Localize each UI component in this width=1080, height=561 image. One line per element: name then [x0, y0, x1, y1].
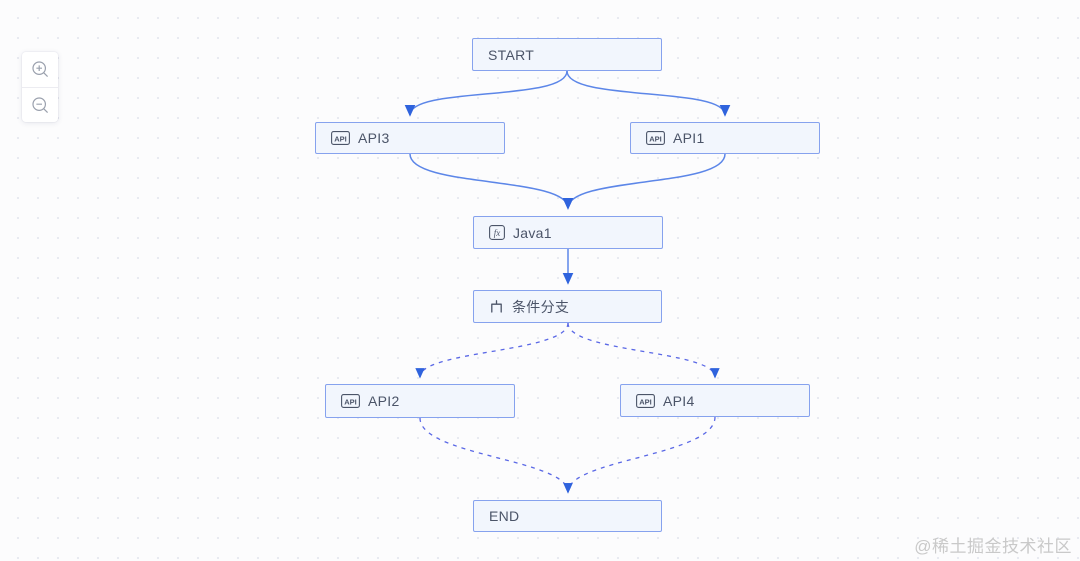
- zoom-toolbar: [22, 52, 58, 122]
- api-icon: API: [636, 393, 655, 408]
- node-api2[interactable]: API API2: [325, 384, 515, 418]
- node-label: API1: [673, 130, 705, 146]
- svg-text:fx: fx: [494, 228, 501, 238]
- zoom-in-button[interactable]: [22, 52, 58, 87]
- node-label: Java1: [513, 224, 552, 241]
- api-icon: API: [646, 131, 665, 145]
- api-icon: API: [341, 394, 360, 408]
- node-start[interactable]: START: [472, 38, 662, 71]
- node-api4[interactable]: API API4: [620, 384, 810, 417]
- fn-icon: fx: [489, 225, 505, 240]
- branch-icon: [489, 299, 504, 314]
- node-label: API4: [663, 392, 695, 409]
- node-label: API3: [358, 130, 390, 146]
- svg-text:API: API: [639, 397, 652, 406]
- zoom-out-icon: [31, 96, 48, 113]
- node-api3[interactable]: API API3: [315, 122, 505, 154]
- node-branch[interactable]: 条件分支: [473, 290, 662, 323]
- zoom-in-icon: [31, 61, 48, 78]
- node-label: API2: [368, 393, 400, 409]
- node-label: END: [489, 508, 520, 524]
- api-icon: API: [331, 131, 350, 145]
- watermark: @稀土掘金技术社区: [914, 537, 1072, 556]
- node-label: START: [488, 46, 535, 63]
- node-java1[interactable]: fx Java1: [473, 216, 663, 249]
- svg-text:API: API: [649, 134, 662, 143]
- svg-text:API: API: [344, 397, 357, 406]
- node-end[interactable]: END: [473, 500, 662, 532]
- svg-text:API: API: [334, 134, 347, 143]
- node-api1[interactable]: API API1: [630, 122, 820, 154]
- zoom-out-button[interactable]: [22, 87, 58, 122]
- node-label: 条件分支: [512, 298, 570, 315]
